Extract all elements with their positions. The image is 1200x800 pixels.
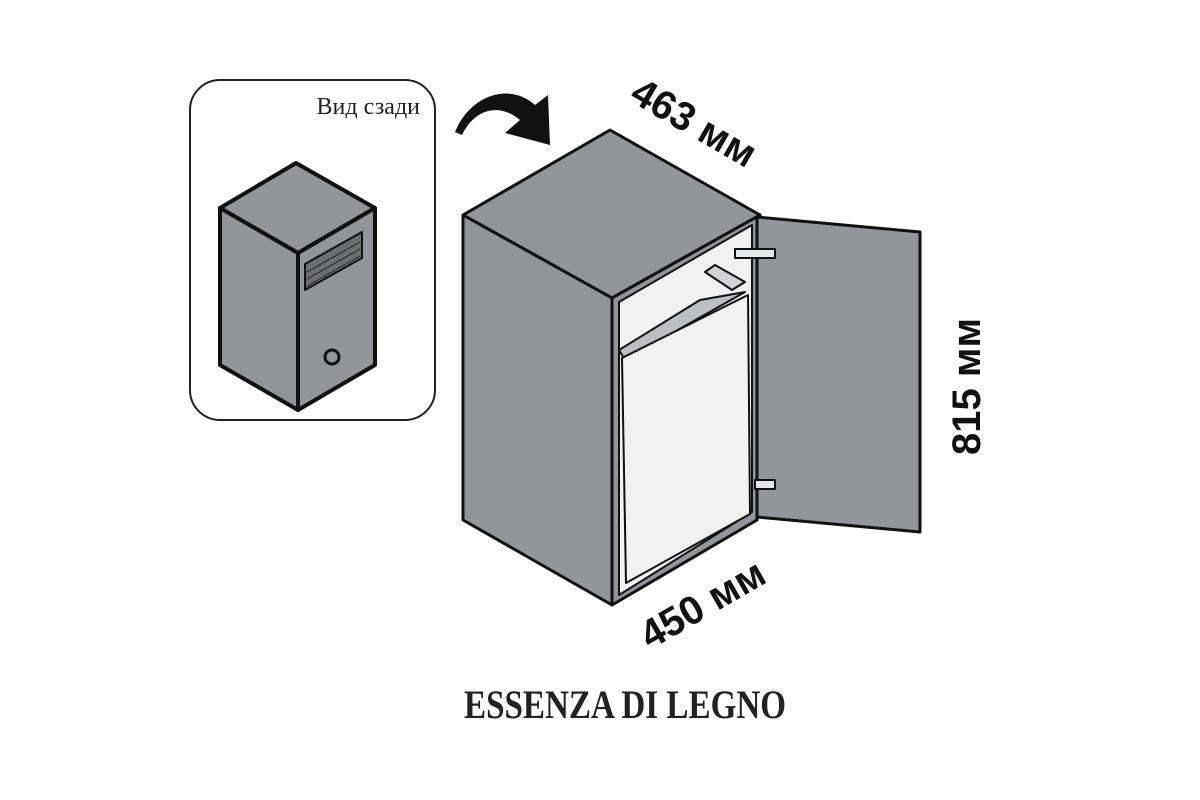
rear-view-label: Вид сзади xyxy=(317,94,421,120)
hinge-top xyxy=(734,248,776,259)
product-title: ESSENZA DI LEGNO xyxy=(464,682,786,727)
cabinet-door xyxy=(755,215,922,534)
rear-cabinet-icon xyxy=(218,161,377,412)
built-in-fridge xyxy=(621,294,751,584)
height-dimension: 815 мм xyxy=(945,318,989,455)
vent-grille-icon xyxy=(306,241,361,287)
rear-view-inset: Вид сзади xyxy=(189,79,436,421)
rotate-arrow-icon xyxy=(455,93,550,145)
fridge-handle xyxy=(704,264,746,291)
hinge-bottom xyxy=(754,479,776,490)
cabinet-illustration xyxy=(461,128,922,607)
